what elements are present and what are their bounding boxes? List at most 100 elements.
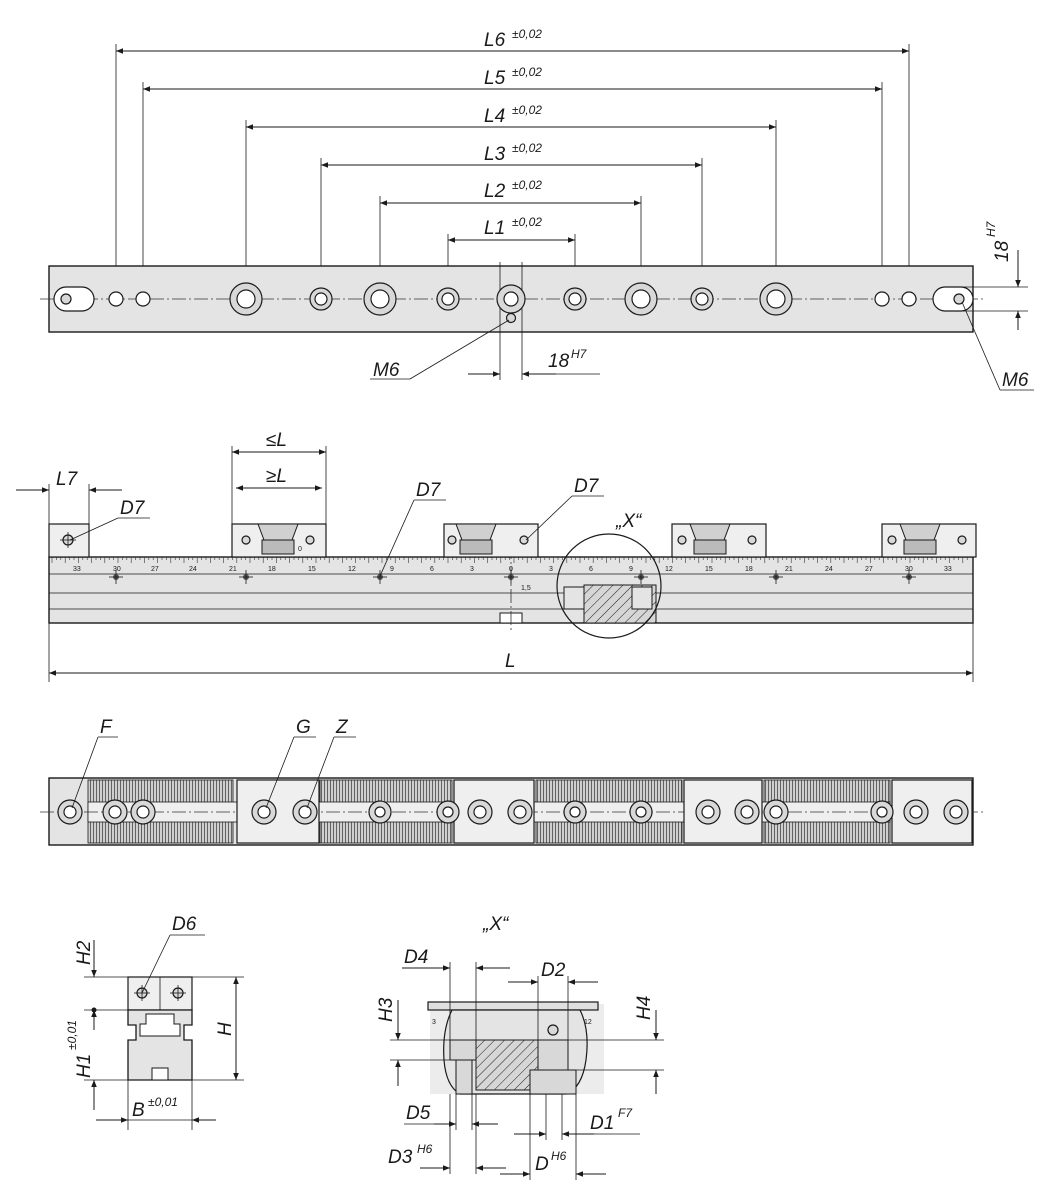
stop-block-2 — [443, 523, 539, 558]
svg-text:L7: L7 — [56, 469, 79, 490]
svg-text:6: 6 — [430, 566, 434, 573]
svg-text:18: 18 — [992, 240, 1013, 262]
left-end-slot — [53, 286, 95, 312]
svg-text:G: G — [296, 717, 311, 738]
rail-cross-mark — [239, 570, 253, 584]
d7-leader-a: D7 — [69, 498, 150, 541]
scale-ticks — [51, 557, 968, 563]
svg-text:27: 27 — [865, 566, 873, 573]
svg-text:D7: D7 — [416, 480, 442, 501]
detail-x-view: „X“ 3 12 D4 D2 H3 H4 — [376, 914, 664, 1180]
right-end-slot — [932, 286, 974, 312]
svg-text:±0,02: ±0,02 — [512, 215, 542, 229]
dim-label-l3: L3 ±0,02 — [484, 141, 542, 165]
label-h: H — [215, 1022, 236, 1036]
svg-text:H6: H6 — [551, 1149, 567, 1163]
label-h4: H4 — [634, 996, 655, 1020]
svg-text:±0,01: ±0,01 — [148, 1095, 178, 1109]
rail-cross-mark — [769, 570, 783, 584]
bottom-view: F G Z — [40, 717, 985, 846]
svg-text:15: 15 — [705, 566, 713, 573]
svg-text:±0,02: ±0,02 — [512, 65, 542, 79]
end-stop-block — [48, 523, 90, 558]
label-h3: H3 — [376, 997, 397, 1022]
svg-text:D7: D7 — [574, 476, 600, 497]
bottom-holes — [57, 799, 969, 825]
svg-text:21: 21 — [229, 566, 237, 573]
svg-text:±0,02: ±0,02 — [512, 141, 542, 155]
top-dimension-lines — [116, 48, 909, 243]
svg-text:33: 33 — [944, 566, 952, 573]
leader-f: F — [71, 717, 118, 809]
side-width-dimension: 18 H7 — [962, 220, 1028, 330]
thread-leader-left: M6 — [370, 319, 510, 381]
label-d5: D5 — [406, 1103, 431, 1124]
d7-leader-b: D7 — [379, 480, 446, 577]
label-d3: D3 — [388, 1147, 413, 1168]
svg-text:L4: L4 — [484, 106, 505, 127]
svg-text:24: 24 — [189, 566, 197, 573]
top-extension-lines — [115, 44, 910, 290]
l7-dimension: L7 — [16, 469, 122, 524]
svg-text:D7: D7 — [120, 498, 146, 519]
slot-width-dimension: 18 H7 — [468, 347, 600, 377]
dim-label-l2: L2±0,02 — [484, 178, 542, 202]
svg-text:≥L: ≥L — [266, 466, 287, 487]
label-d2: D2 — [541, 960, 566, 981]
leader-z: Z — [306, 717, 356, 809]
svg-text:F: F — [100, 717, 113, 738]
total-length-dimension: L — [48, 623, 974, 682]
label-d: D — [535, 1154, 549, 1175]
block-length-dimensions: ≤L ≥L — [231, 430, 327, 524]
label-d1: D1 — [590, 1113, 614, 1134]
offset-mark: 1,5 — [521, 585, 531, 592]
svg-text:15: 15 — [308, 566, 316, 573]
svg-text:12: 12 — [348, 566, 356, 573]
rail-cross-mark — [373, 570, 387, 584]
label-d4: D4 — [404, 947, 428, 968]
detail-x-circle: „X“ — [556, 511, 662, 639]
svg-text:H7: H7 — [984, 220, 998, 237]
svg-text:18: 18 — [268, 566, 276, 573]
svg-text:21: 21 — [785, 566, 793, 573]
dim-label-l1: L1 ±0,02 — [484, 215, 542, 239]
svg-text:„X“: „X“ — [615, 511, 643, 532]
label-h2: H2 — [74, 940, 95, 965]
svg-text:30: 30 — [113, 566, 121, 573]
left-thread-hole — [60, 293, 72, 305]
svg-text:H6: H6 — [417, 1142, 433, 1156]
svg-text:3: 3 — [432, 1019, 436, 1026]
svg-text:18: 18 — [548, 351, 570, 372]
svg-text:H7: H7 — [571, 347, 588, 361]
svg-text:0: 0 — [509, 566, 513, 573]
svg-text:30: 30 — [905, 566, 913, 573]
scale-right: 3 6 9 12 15 18 21 24 27 30 33 — [549, 566, 952, 573]
section-view: D6 H2 H1 ±0,01 H B ±0,01 — [65, 914, 244, 1130]
svg-text:Z: Z — [335, 717, 349, 738]
rail-holes — [108, 282, 917, 316]
leader-g: G — [265, 717, 316, 809]
svg-text:M6: M6 — [1002, 370, 1029, 391]
svg-text:L2: L2 — [484, 181, 506, 202]
scale-left: 33 30 27 24 21 18 15 12 9 6 3 0 — [73, 566, 513, 573]
svg-text:0: 0 — [298, 546, 302, 553]
svg-text:±0,02: ±0,02 — [512, 103, 542, 117]
rail-cross-mark — [902, 570, 916, 584]
d7-leader-c: D7 — [525, 476, 604, 541]
label-d6: D6 — [172, 914, 197, 935]
svg-text:9: 9 — [629, 566, 633, 573]
svg-text:F7: F7 — [618, 1106, 633, 1120]
svg-text:12: 12 — [584, 1019, 592, 1026]
svg-text:L: L — [505, 651, 516, 672]
stop-block-1: 0 — [231, 523, 327, 558]
rail-cross-mark — [109, 570, 123, 584]
label-b: B — [132, 1100, 145, 1121]
top-view: L6±0,02 L5±0,02 L4±0,02 L3±0,02 L2±0,02 … — [40, 27, 1034, 391]
dim-label-l4: L4 ±0,02 — [484, 103, 542, 127]
svg-text:9: 9 — [390, 566, 394, 573]
rail-cross-marks — [109, 570, 916, 584]
svg-text:27: 27 — [151, 566, 159, 573]
svg-text:L3: L3 — [484, 144, 506, 165]
svg-text:L1: L1 — [484, 218, 505, 239]
